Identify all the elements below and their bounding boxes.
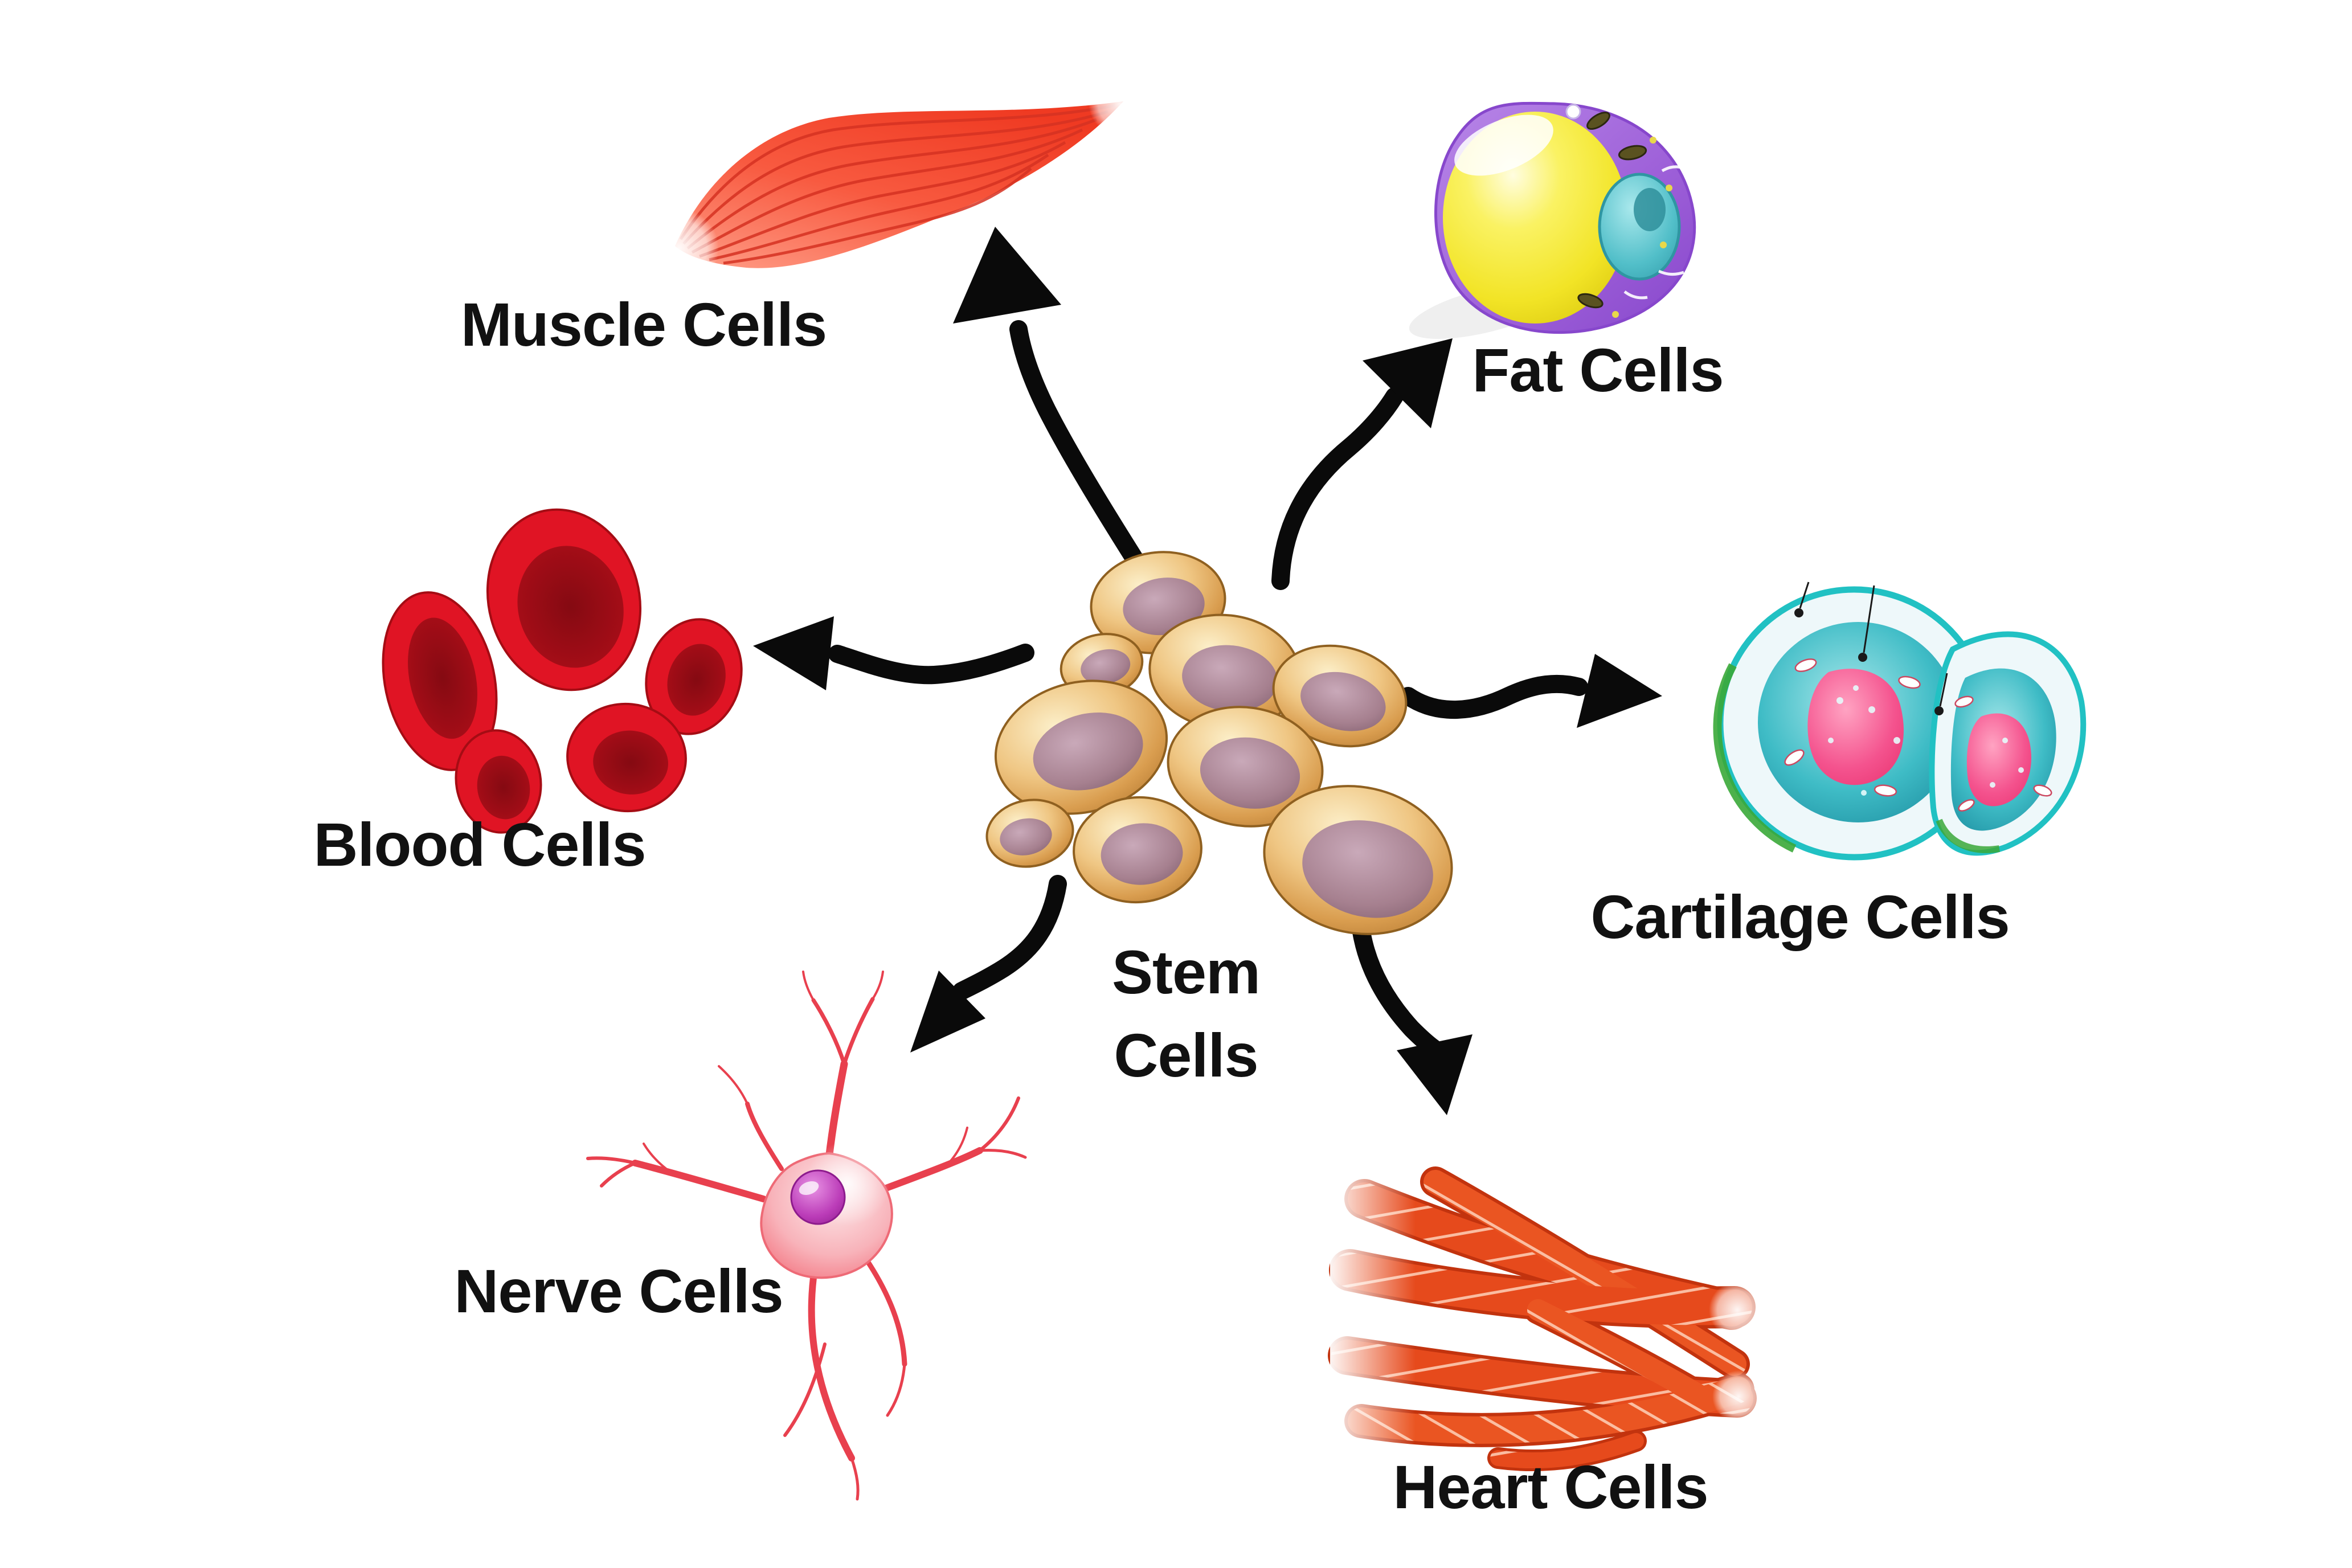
- heart-cells-label: Heart Cells: [1393, 1452, 1708, 1521]
- fat-er-squiggles: [1623, 165, 1686, 300]
- arrow-stem-to-heart: [1352, 923, 1472, 1115]
- muscle-cell-illustration: [639, 72, 1151, 288]
- nerve-nucleus: [790, 1169, 846, 1225]
- muscle-striations: [679, 104, 1116, 265]
- stem-cell: [985, 799, 1074, 868]
- cartilage-cell: [1713, 586, 1991, 861]
- arrow-stem-to-blood: [753, 616, 1034, 690]
- arrow-stem-to-fat: [1271, 338, 1453, 590]
- red-blood-cell: [382, 591, 498, 771]
- muscle-cells-label: Muscle Cells: [460, 290, 827, 359]
- nerve-cells-label: Nerve Cells: [454, 1256, 783, 1325]
- stem-cell: [1167, 706, 1324, 828]
- cartilage-mitochondria: [1784, 658, 1921, 797]
- cartilage-nucleus: [1966, 713, 2032, 806]
- red-blood-cell: [486, 508, 642, 691]
- stem-cell: [1263, 785, 1453, 935]
- stem-cells-label-line2: Cells: [1114, 1021, 1258, 1090]
- arrow-stem-to-muscle: [953, 227, 1157, 589]
- fat-dots: [1612, 137, 1672, 318]
- arrow-stem-to-nerve: [910, 875, 1067, 1053]
- cartilage-cells-illustration: [1713, 582, 2087, 861]
- callout-pins: [1794, 582, 1948, 715]
- red-blood-cell: [566, 702, 687, 813]
- stem-cell: [1073, 796, 1202, 904]
- fat-cells-label: Fat Cells: [1472, 335, 1724, 404]
- cartilage-nucleus: [1807, 669, 1904, 785]
- stem-cell: [1272, 644, 1408, 748]
- fat-cell-illustration: [1409, 101, 1696, 339]
- arrow-stem-to-cartilage: [1399, 654, 1662, 728]
- blood-cells-label: Blood Cells: [313, 810, 646, 879]
- cartilage-mitochondria: [1954, 695, 2052, 812]
- cartilage-cell: [1929, 631, 2087, 856]
- cartilage-vesicles: [1828, 685, 1900, 796]
- stem-cells-label-line1: Stem: [1111, 937, 1261, 1006]
- arrows-group: [753, 227, 1662, 1115]
- nerve-cell-illustration: [586, 971, 1027, 1501]
- stem-cell: [994, 679, 1168, 815]
- fat-organelles: [1577, 112, 1647, 309]
- blood-cells-illustration: [382, 508, 743, 834]
- cartilage-vesicles: [1990, 738, 2024, 788]
- red-blood-cell: [645, 618, 743, 735]
- heart-cells-illustration: [1328, 1162, 1766, 1472]
- stem-cells-illustration: [985, 551, 1453, 935]
- red-blood-cell: [455, 729, 542, 834]
- cartilage-cells-label: Cartilage Cells: [1590, 882, 2010, 951]
